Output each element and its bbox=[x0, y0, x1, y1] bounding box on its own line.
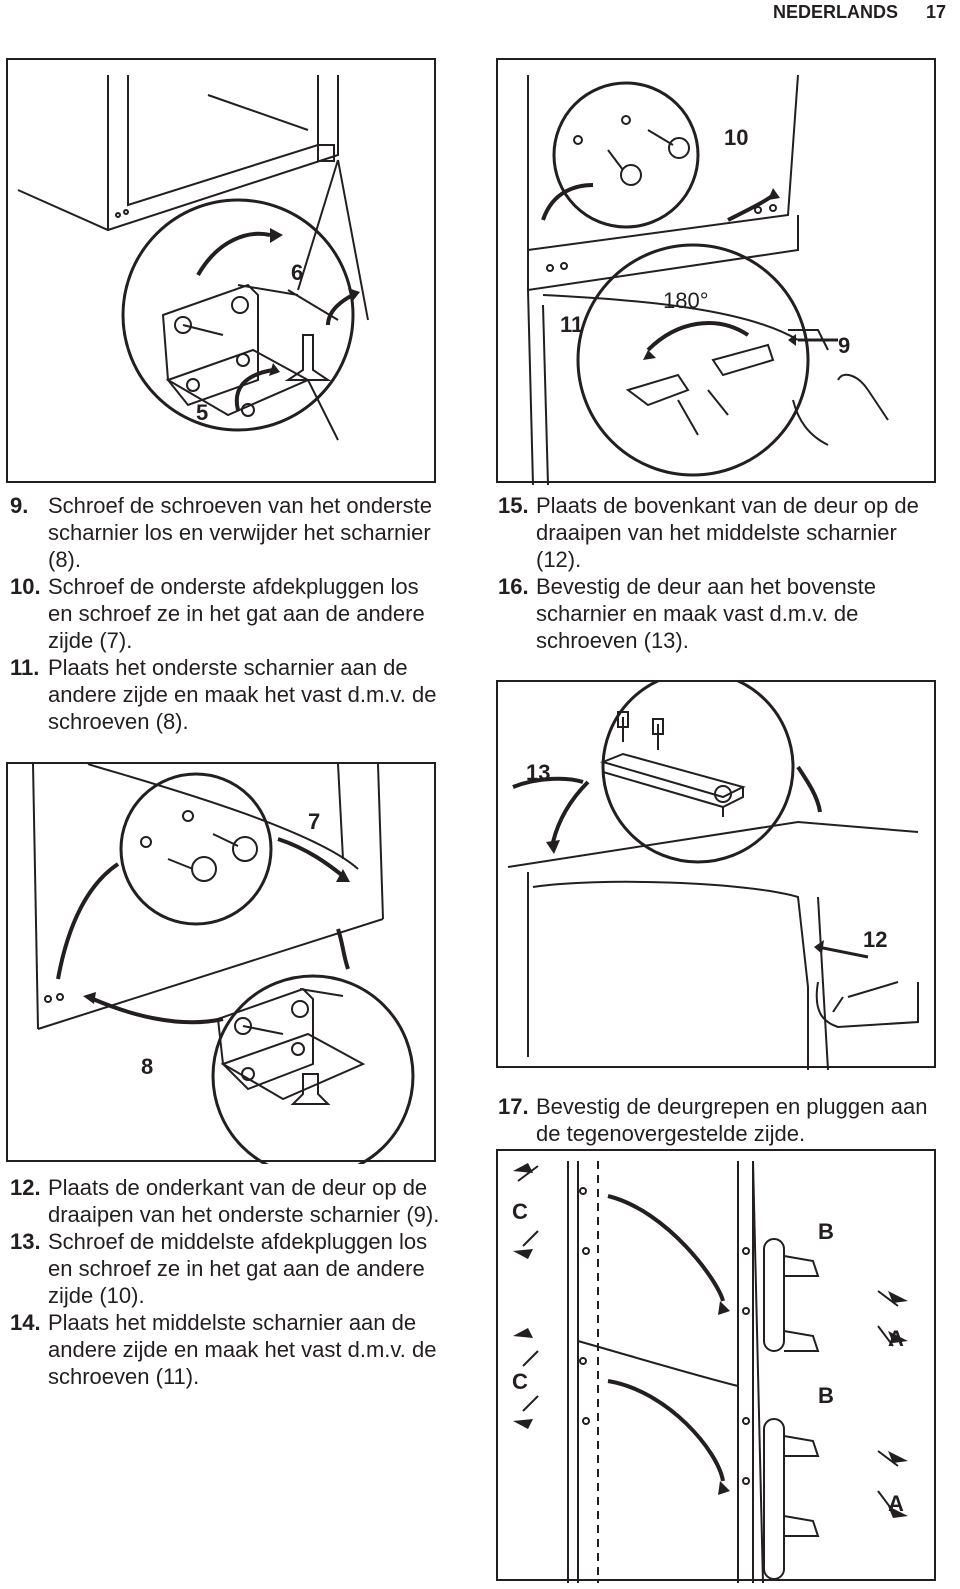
callout-13: 13 bbox=[526, 760, 550, 785]
illustration-bottom-hinge: 6 5 bbox=[17, 75, 369, 441]
label-a-bottom: A bbox=[888, 1491, 904, 1516]
label-b-bottom: B bbox=[818, 1383, 834, 1408]
figure-cover-plugs-hinge: 7 8 bbox=[6, 762, 436, 1164]
illustration-handles-plugs: C C B B A A bbox=[512, 1160, 908, 1583]
callout-9: 9 bbox=[838, 333, 850, 358]
step-15: 15.Plaats de bovenkant van de deur op de… bbox=[498, 493, 919, 572]
label-b-top: B bbox=[818, 1219, 834, 1244]
step-9: 9.Schroef de schroeven van het onderste … bbox=[10, 493, 433, 572]
callout-10: 10 bbox=[724, 125, 748, 150]
step-14: 14.Plaats het middelste scharnier aan de… bbox=[10, 1310, 437, 1389]
page-header: NEDERLANDS 17 bbox=[773, 0, 946, 24]
callout-6: 6 bbox=[291, 260, 303, 285]
step-12: 12.Plaats de onderkant van de deur op de… bbox=[10, 1175, 440, 1227]
illustration-cover-plugs: 7 8 bbox=[32, 764, 415, 1164]
callout-8: 8 bbox=[141, 1054, 153, 1079]
figure-handles-plugs: C C B B A A bbox=[496, 1149, 936, 1583]
language-label: NEDERLANDS bbox=[772, 1, 898, 22]
steps-17: 17.Bevestig de deurgrepen en pluggen aan… bbox=[498, 1093, 938, 1147]
figure-door-mounting: 13 12 bbox=[496, 680, 936, 1070]
callout-11: 11 bbox=[560, 312, 583, 337]
callout-180-degrees: 180° bbox=[663, 288, 709, 313]
steps-15-16: 15.Plaats de bovenkant van de deur op de… bbox=[498, 492, 938, 654]
step-10: 10.Schroef de onderste afdekpluggen los … bbox=[10, 574, 425, 653]
label-c-bottom: C bbox=[512, 1369, 528, 1394]
illustration-middle-hinge: 10 180° 11 9 bbox=[527, 74, 889, 485]
page-number: 17 bbox=[925, 1, 946, 22]
figure-middle-hinge-swap: 10 180° 11 9 bbox=[496, 58, 936, 485]
steps-12-14: 12.Plaats de onderkant van de deur op de… bbox=[10, 1174, 450, 1390]
illustration-door-mounting: 13 12 bbox=[507, 682, 919, 1070]
steps-9-11: 9.Schroef de schroeven van het onderste … bbox=[10, 492, 440, 735]
step-17: 17.Bevestig de deurgrepen en pluggen aan… bbox=[498, 1094, 928, 1146]
step-11: 11.Plaats het onderste scharnier aan de … bbox=[10, 655, 437, 734]
label-c-top: C bbox=[512, 1199, 528, 1224]
callout-12: 12 bbox=[863, 927, 887, 952]
label-a-top: A bbox=[888, 1326, 904, 1351]
callout-5: 5 bbox=[196, 400, 208, 425]
step-16: 16.Bevestig de deur aan het bovenste sch… bbox=[498, 574, 877, 653]
step-13: 13.Schroef de middelste afdekpluggen los… bbox=[10, 1229, 428, 1308]
callout-7: 7 bbox=[308, 809, 320, 834]
figure-bottom-hinge-removal: 6 5 bbox=[6, 58, 436, 483]
